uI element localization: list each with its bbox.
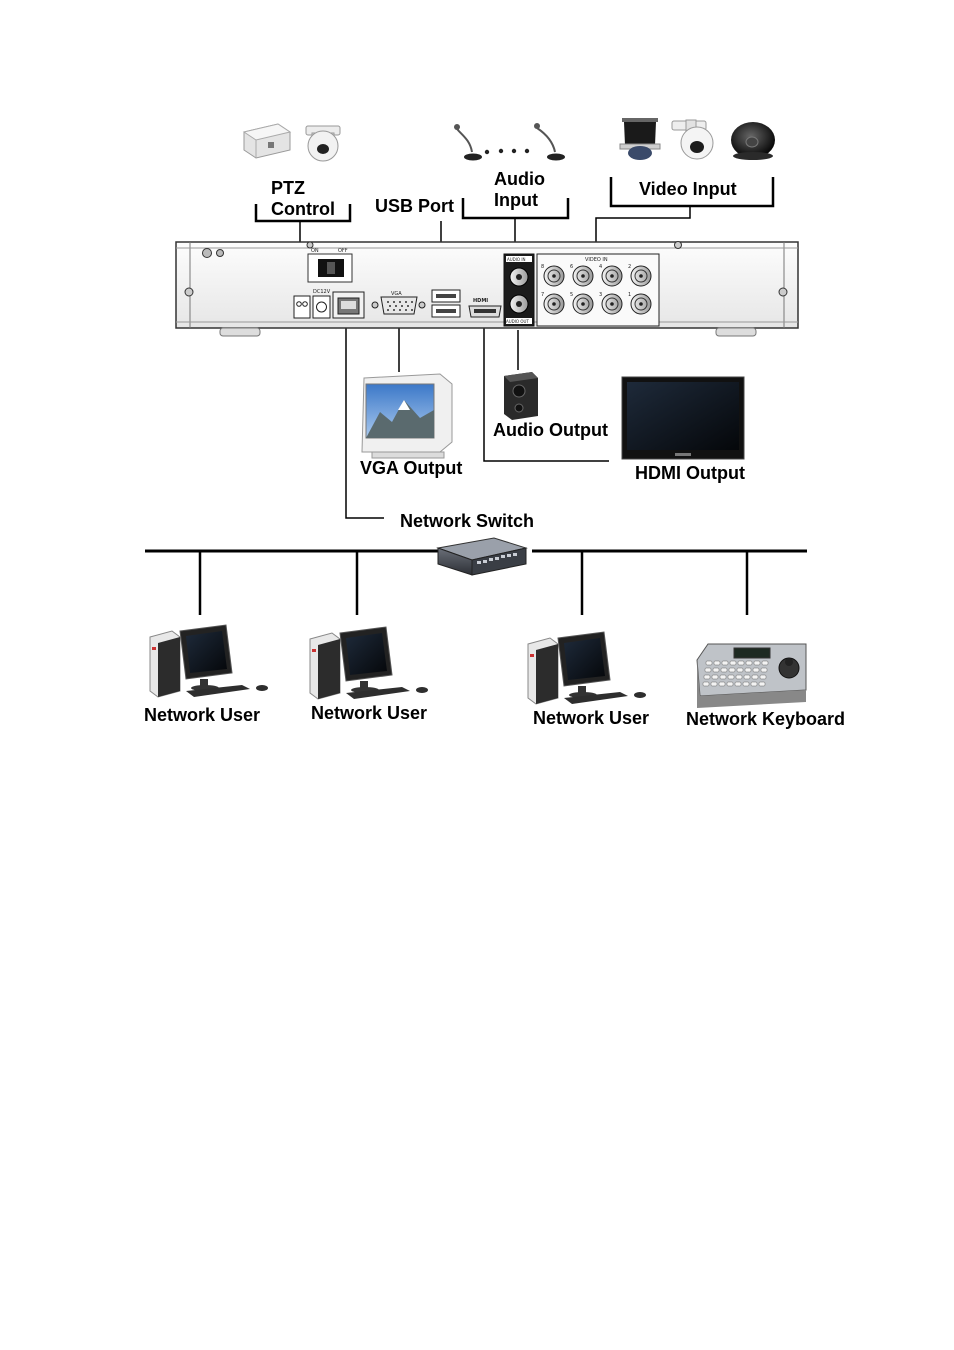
audio-out-marking: AUDIO OUT bbox=[506, 319, 529, 324]
desktop-pcs bbox=[149, 624, 646, 705]
keyboard-key bbox=[728, 667, 736, 673]
usb-port-label: USB Port bbox=[375, 196, 455, 216]
bnc-connector: 3 bbox=[599, 292, 623, 315]
vga-output-label: VGA Output bbox=[360, 458, 463, 478]
speaker-icon bbox=[504, 372, 538, 420]
video-input-label: Video Input bbox=[639, 179, 737, 199]
bnc-connector: 2 bbox=[628, 264, 652, 287]
bnc-connector: 4 bbox=[599, 264, 623, 287]
keyboard-key bbox=[744, 667, 752, 673]
keyboard-key bbox=[704, 667, 712, 673]
bnc-number: 7 bbox=[541, 292, 544, 298]
keyboard-key bbox=[710, 681, 718, 687]
keyboard-key bbox=[745, 660, 753, 666]
keyboard-key bbox=[737, 660, 745, 666]
keyboard-key bbox=[734, 681, 742, 687]
network-user-label-2: Network User bbox=[311, 703, 428, 723]
bnc-number: 4 bbox=[599, 264, 602, 270]
mini-dome-camera-icon bbox=[731, 122, 775, 160]
keyboard-key bbox=[703, 674, 711, 680]
hdmi-marking: HDMI bbox=[473, 298, 488, 304]
keyboard-key bbox=[758, 681, 766, 687]
network-keyboard-label: Network Keyboard bbox=[686, 709, 846, 729]
keyboard-key bbox=[727, 674, 735, 680]
network-user-label-1: Network User bbox=[144, 705, 261, 725]
keyboard-key bbox=[750, 681, 758, 687]
bnc-number: 5 bbox=[570, 292, 573, 298]
bnc-number: 8 bbox=[541, 264, 544, 270]
crt-monitor-icon bbox=[361, 373, 453, 459]
keyboard-key bbox=[729, 660, 737, 666]
power-on-marking: ON bbox=[311, 248, 319, 254]
audio-input-label-line1: Audio bbox=[494, 169, 545, 189]
keyboard-key bbox=[712, 667, 720, 673]
keyboard-key bbox=[742, 681, 750, 687]
keyboard-key bbox=[713, 660, 721, 666]
bnc-number: 6 bbox=[570, 264, 573, 270]
desktop-pc-icon bbox=[527, 631, 646, 705]
network-switch-label: Network Switch bbox=[400, 511, 535, 531]
bnc-connector: 1 bbox=[628, 292, 652, 315]
keyboard-key bbox=[719, 674, 727, 680]
keyboard-key bbox=[735, 674, 743, 680]
keyboard-key bbox=[702, 681, 710, 687]
bnc-connector: 7 bbox=[541, 292, 565, 315]
flat-tv-icon bbox=[621, 376, 745, 460]
power-off-marking: OFF bbox=[338, 248, 348, 254]
microphone-icon bbox=[454, 123, 565, 161]
bnc-connector: 6 bbox=[570, 264, 594, 287]
keyboard-key bbox=[743, 674, 751, 680]
vga-marking: VGA bbox=[391, 291, 402, 297]
audio-input-label-line2: Input bbox=[494, 190, 538, 210]
keyboard-key bbox=[721, 660, 729, 666]
keyboard-key bbox=[761, 660, 769, 666]
keyboard-key bbox=[711, 674, 719, 680]
keyboard-key bbox=[718, 681, 726, 687]
audio-output-label: Audio Output bbox=[493, 420, 608, 440]
audio-in-marking: AUDIO IN bbox=[507, 257, 526, 262]
bnc-connector: 5 bbox=[570, 292, 594, 315]
keyboard-key bbox=[760, 667, 768, 673]
desktop-pc-icon bbox=[309, 626, 428, 700]
bnc-number: 3 bbox=[599, 292, 602, 298]
ceiling-dome-camera-icon bbox=[619, 118, 661, 160]
ptz-keyboard-controller-icon bbox=[696, 643, 807, 708]
bnc-number: 2 bbox=[628, 264, 631, 270]
dc-marking: DC12V bbox=[313, 289, 331, 295]
hdmi-output-label: HDMI Output bbox=[635, 463, 745, 483]
keyboard-key bbox=[720, 667, 728, 673]
network-switch-icon bbox=[436, 537, 528, 576]
ptz-label-line1: PTZ bbox=[271, 178, 305, 198]
dvr-rear-panel: ON OFF DC12V VGA bbox=[175, 241, 799, 337]
keyboard-key bbox=[759, 674, 767, 680]
bnc-connector: 8 bbox=[541, 264, 565, 287]
desktop-pc-icon bbox=[149, 624, 268, 698]
bnc-number: 1 bbox=[628, 292, 631, 298]
bnc-connectors: 8 6 4 2 7 5 3 1 bbox=[541, 264, 652, 315]
keyboard-key bbox=[736, 667, 744, 673]
keyboard-key bbox=[753, 660, 761, 666]
video-in-marking: VIDEO IN bbox=[585, 257, 608, 263]
ptz-label-line2: Control bbox=[271, 199, 335, 219]
speed-dome-camera-icon bbox=[305, 125, 341, 162]
keyboard-key bbox=[751, 674, 759, 680]
network-user-label-3: Network User bbox=[533, 708, 650, 728]
keyboard-key bbox=[752, 667, 760, 673]
ptz-decoder-box-icon bbox=[242, 123, 292, 159]
speed-dome-camera-icon bbox=[671, 119, 714, 160]
keyboard-key bbox=[726, 681, 734, 687]
keyboard-key bbox=[705, 660, 713, 666]
